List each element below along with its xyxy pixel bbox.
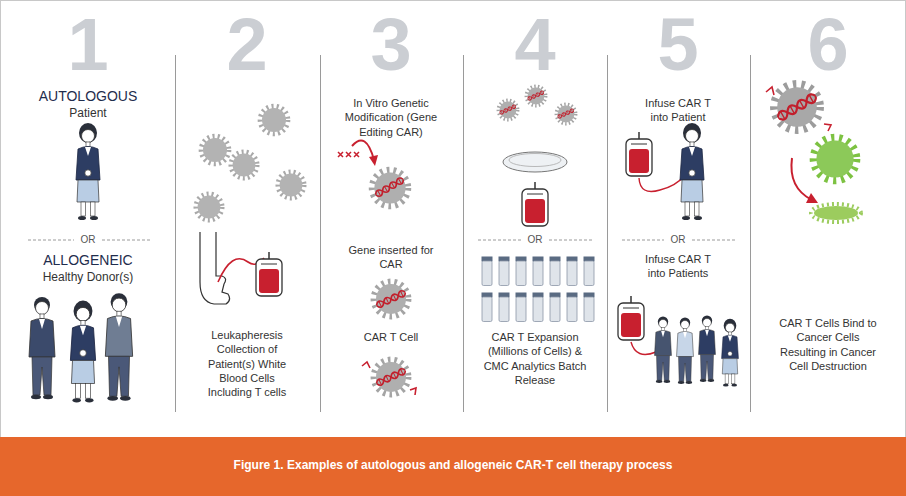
subheading: Patient xyxy=(13,106,163,120)
step-description: In Vitro Genetic Modification (Gene Edit… xyxy=(341,96,441,139)
gene-edit-arrow xyxy=(338,140,378,166)
car-t-cell xyxy=(362,360,416,395)
step-number: 1 xyxy=(43,8,133,82)
modified-cell xyxy=(374,282,407,315)
attack-arrow xyxy=(791,158,812,200)
heading: ALLOGENEIC xyxy=(13,252,163,269)
step-number: 2 xyxy=(202,8,292,82)
step-description: CAR T Cells Bind to Cancer Cells Resulti… xyxy=(779,316,877,373)
step-description: Leukapheresis Collection of Patient(s) W… xyxy=(198,328,296,399)
step-number: 4 xyxy=(490,8,580,82)
step-number: 5 xyxy=(633,8,723,82)
heading: AUTOLOGOUS xyxy=(13,88,163,105)
blood-bag xyxy=(522,182,548,226)
t-cell xyxy=(373,171,408,206)
or-dividers xyxy=(28,240,736,241)
patient-figure xyxy=(76,123,100,220)
subheading: Healthy Donor(s) xyxy=(13,270,163,284)
or-label: OR xyxy=(520,234,550,246)
figure-caption: Figure 1. Examples of autologous and all… xyxy=(23,458,883,474)
step-description: CAR T Cell xyxy=(341,330,441,344)
step-number: 6 xyxy=(783,8,873,82)
leukapheresis-arm xyxy=(200,232,282,304)
white-blood-cells xyxy=(196,107,303,220)
petri-dish xyxy=(503,152,567,172)
destroyed-cell xyxy=(811,204,861,222)
expanding-cells xyxy=(499,87,576,124)
or-label: OR xyxy=(73,234,103,246)
step-description: Gene inserted for CAR xyxy=(346,243,436,272)
step-number: 3 xyxy=(346,8,436,82)
infusion-group xyxy=(618,296,738,387)
vial-rack xyxy=(482,257,595,322)
donor-group xyxy=(29,293,133,402)
step-description: CAR T Expansion (Millions of Cells) & CM… xyxy=(480,330,590,387)
step-description: Infuse CAR T into Patient xyxy=(637,96,719,125)
car-t-green-cell xyxy=(814,138,855,179)
cancer-cell xyxy=(766,85,831,131)
or-label: OR xyxy=(663,234,693,246)
infusion-single xyxy=(626,123,704,220)
caption-band xyxy=(0,437,906,496)
attack-arrowhead xyxy=(806,193,818,203)
step-description: Infuse CAR T into Patients xyxy=(637,252,719,281)
column-separators xyxy=(176,55,751,412)
